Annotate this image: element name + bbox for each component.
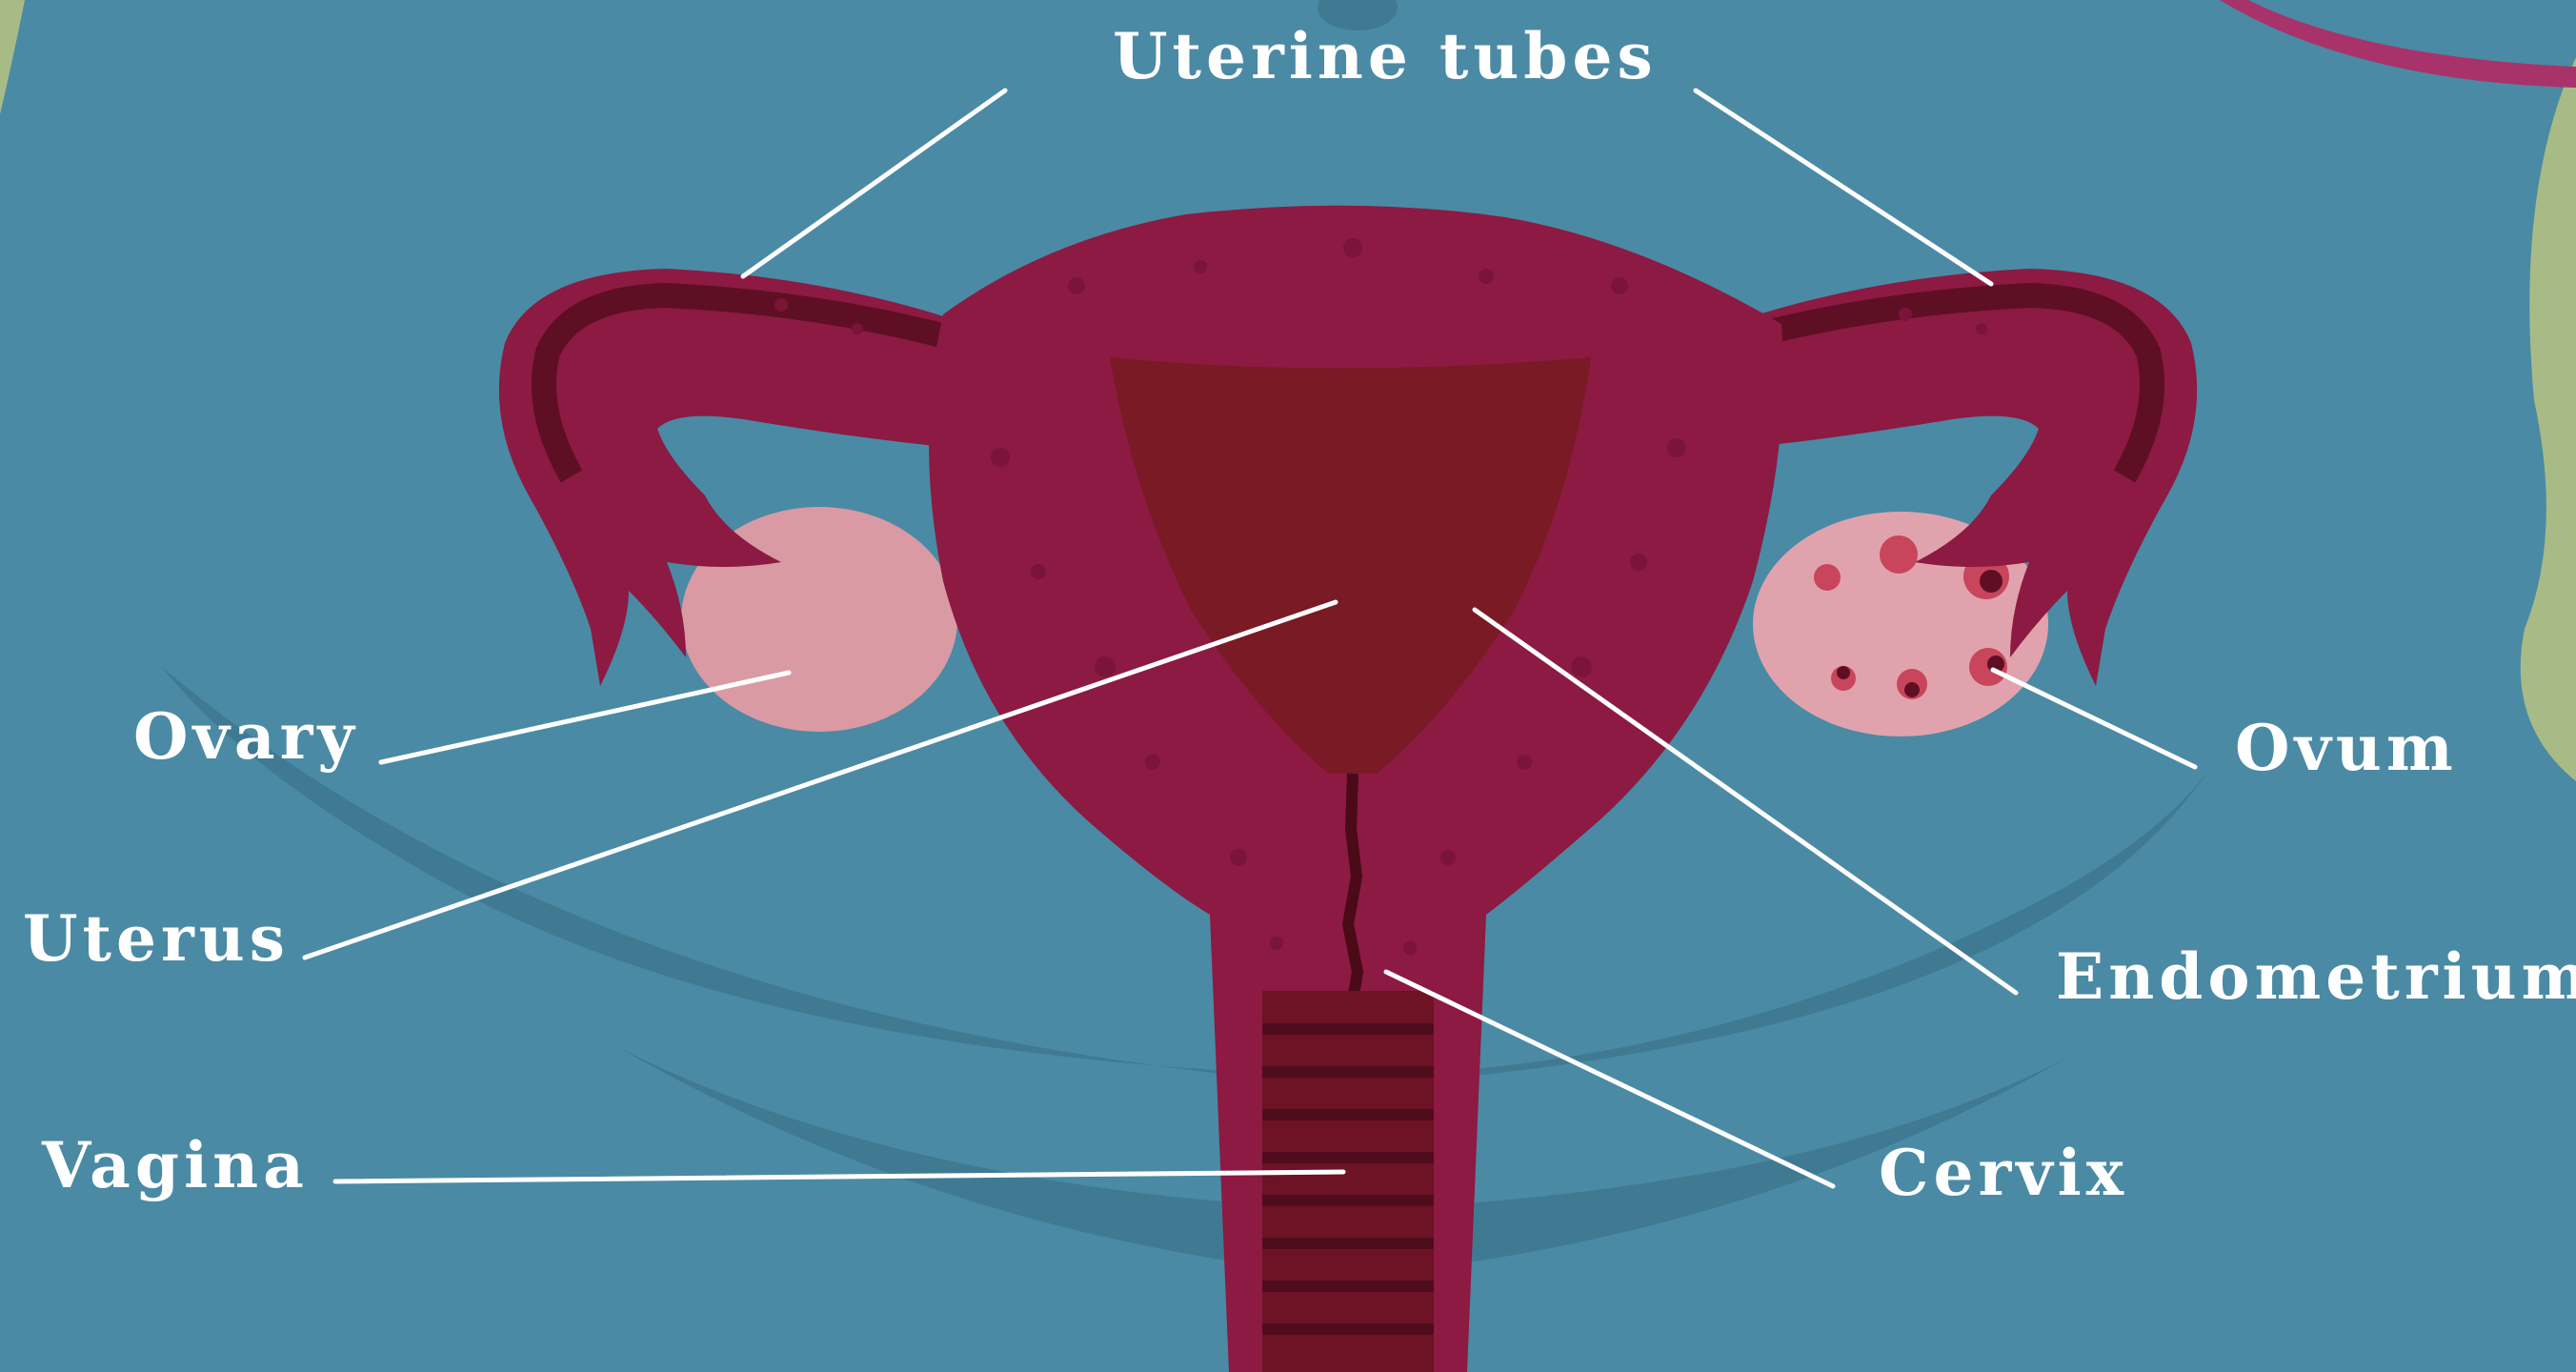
- label-cervix: Cervix: [1879, 1136, 2128, 1210]
- label-endometrium: Endometrium: [2056, 939, 2576, 1014]
- label-uterus: Uterus: [23, 901, 290, 976]
- label-uterine-tubes: Uterine tubes: [1113, 19, 1658, 93]
- label-vagina: Vagina: [41, 1128, 309, 1202]
- label-ovum: Ovum: [2235, 711, 2458, 785]
- label-ovary: Ovary: [133, 699, 359, 774]
- vagina-tube: [1262, 991, 1434, 1372]
